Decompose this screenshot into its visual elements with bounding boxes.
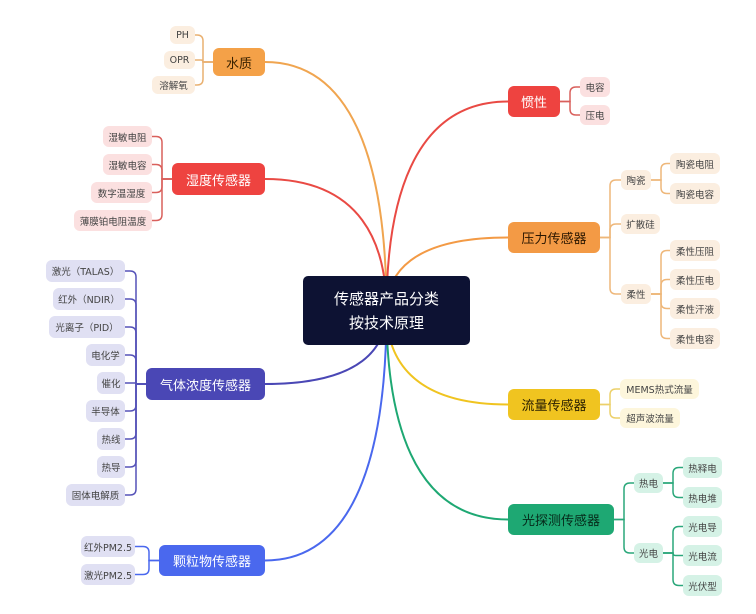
connector-line xyxy=(125,298,146,385)
connector-line xyxy=(663,525,683,554)
subtopic-catalytic[interactable]: 催化 xyxy=(97,372,125,394)
connector-line xyxy=(651,179,670,195)
connector-line xyxy=(651,249,670,295)
subtopic-photoionization-pid[interactable]: 光离子（PID） xyxy=(49,316,125,338)
connector-line xyxy=(560,100,580,116)
subtopic-flexible-piezoresistive[interactable]: 柔性压阻 xyxy=(670,240,720,261)
subtopic-semiconductor[interactable]: 半导体 xyxy=(86,400,125,422)
subtopic-capacitive[interactable]: 电容 xyxy=(580,77,610,97)
subtopic-photoelectric[interactable]: 光电 xyxy=(634,543,663,563)
subtopic-piezoelectric[interactable]: 压电 xyxy=(580,105,610,125)
connector-line xyxy=(600,223,621,239)
connector-line xyxy=(600,236,621,295)
subtopic-thin-film-platinum[interactable]: 薄膜铂电阻温度 xyxy=(74,210,152,231)
topic-pressure-sensor[interactable]: 压力传感器 xyxy=(508,222,600,253)
subtopic-humidity-capacitor[interactable]: 湿敏电容 xyxy=(103,154,152,175)
subtopic-flexible-piezoelectric[interactable]: 柔性压电 xyxy=(670,269,720,290)
subtopic-thermoelectric[interactable]: 热电 xyxy=(634,473,663,493)
connector-line xyxy=(264,61,388,311)
topic-water-quality[interactable]: 水质 xyxy=(213,48,265,76)
connector-line xyxy=(125,326,146,385)
subtopic-photovoltaic[interactable]: 光伏型 xyxy=(683,575,722,596)
topic-light-detection-sensor[interactable]: 光探测传感器 xyxy=(508,504,614,535)
subtopic-photocurrent[interactable]: 光电流 xyxy=(683,545,722,566)
subtopic-infrared-pm25[interactable]: 红外PM2.5 xyxy=(81,536,135,557)
topic-gas-sensor[interactable]: 气体浓度传感器 xyxy=(146,368,265,400)
connector-line xyxy=(385,310,509,521)
subtopic-flexible-sweat[interactable]: 柔性汗液 xyxy=(670,298,720,319)
connector-line xyxy=(135,559,159,576)
central-topic-line2: 按技术原理 xyxy=(348,313,424,332)
connector-line xyxy=(125,354,146,385)
subtopic-humidity-resistor[interactable]: 湿敏电阻 xyxy=(103,126,152,147)
connector-line xyxy=(651,293,670,340)
subtopic-pyroelectric[interactable]: 热释电 xyxy=(683,457,722,478)
subtopic-laser-pm25[interactable]: 激光PM2.5 xyxy=(81,564,135,585)
subtopic-ceramic-capacitor[interactable]: 陶瓷电容 xyxy=(670,183,720,204)
subtopic-ultrasonic-flow[interactable]: 超声波流量 xyxy=(620,408,680,428)
connector-line xyxy=(152,135,172,180)
subtopic-ceramic[interactable]: 陶瓷 xyxy=(621,170,651,190)
topic-humidity-sensor[interactable]: 湿度传感器 xyxy=(172,163,265,195)
central-topic[interactable]: 传感器产品分类 按技术原理 xyxy=(303,276,470,345)
subtopic-thermopile[interactable]: 热电堆 xyxy=(683,487,722,508)
connector-line xyxy=(264,310,388,562)
subtopic-laser-talas[interactable]: 激光（TALAS） xyxy=(46,260,125,282)
connector-line xyxy=(385,100,509,311)
connector-line xyxy=(560,86,580,103)
connector-line xyxy=(663,482,683,499)
subtopic-flexible[interactable]: 柔性 xyxy=(621,284,651,304)
topic-particle-sensor[interactable]: 颗粒物传感器 xyxy=(159,545,265,576)
topic-flow-sensor[interactable]: 流量传感器 xyxy=(508,389,600,420)
connector-line xyxy=(651,278,670,295)
connector-line xyxy=(600,179,621,239)
connector-line xyxy=(600,388,620,406)
subtopic-infrared-ndir[interactable]: 红外（NDIR） xyxy=(53,288,125,310)
connector-line xyxy=(125,270,146,385)
connector-line xyxy=(125,383,146,496)
subtopic-diffused-silicon[interactable]: 扩散硅 xyxy=(621,214,660,234)
topic-inertia[interactable]: 惯性 xyxy=(508,86,560,117)
connector-line xyxy=(614,518,634,554)
subtopic-hot-wire[interactable]: 热线 xyxy=(97,428,125,450)
connector-line xyxy=(195,34,213,63)
subtopic-solid-electrolyte[interactable]: 固体电解质 xyxy=(66,484,125,506)
subtopic-opr[interactable]: OPR xyxy=(164,51,195,69)
connector-line xyxy=(600,403,620,419)
connector-line xyxy=(195,61,213,86)
subtopic-ph[interactable]: PH xyxy=(170,26,195,44)
subtopic-thermal-conductivity[interactable]: 热导 xyxy=(97,456,125,478)
connector-line xyxy=(614,482,634,521)
subtopic-electrochemical[interactable]: 电化学 xyxy=(86,344,125,366)
subtopic-photoconductive[interactable]: 光电导 xyxy=(683,516,722,537)
subtopic-mems-thermal-flow[interactable]: MEMS热式流量 xyxy=(620,379,699,399)
connector-line xyxy=(152,178,172,222)
subtopic-flexible-capacitor[interactable]: 柔性电容 xyxy=(670,328,720,349)
connector-line xyxy=(135,545,159,562)
connector-line xyxy=(663,466,683,484)
connector-line xyxy=(152,163,172,180)
connector-line xyxy=(663,552,683,587)
subtopic-digital-temp-humidity[interactable]: 数字温湿度 xyxy=(91,182,152,203)
central-topic-line1: 传感器产品分类 xyxy=(333,289,439,308)
connector-line xyxy=(651,162,670,181)
subtopic-dissolved-oxygen[interactable]: 溶解氧 xyxy=(152,76,195,94)
subtopic-ceramic-resistor[interactable]: 陶瓷电阻 xyxy=(670,153,720,174)
